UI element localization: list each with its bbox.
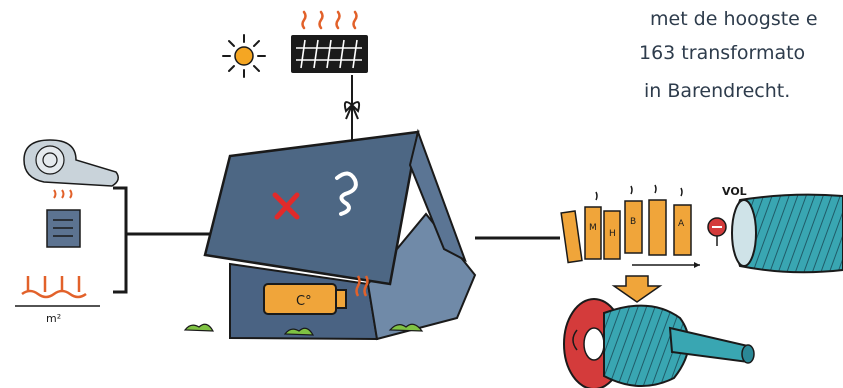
heat-waves-icon [303, 12, 357, 28]
boiler-label: C° [296, 294, 312, 309]
battery-label-3: B [630, 217, 636, 227]
cable-spool-icon [564, 299, 754, 388]
floor-heating-icon: m² [15, 276, 100, 325]
text-line-1: met de hoogste e [650, 2, 818, 36]
stop-sign-icon [708, 218, 726, 246]
text-line-3: in Barendrecht. [644, 74, 790, 108]
arrow-down-icon [614, 276, 660, 302]
area-unit-label: m² [46, 312, 61, 325]
bow-connector [345, 75, 359, 140]
battery-label-1: M [589, 223, 597, 233]
bracket [113, 188, 215, 292]
text-line-2: 163 transformato [639, 36, 805, 70]
vol-label: VOL [722, 185, 747, 198]
insulation-roll-icon [24, 140, 118, 186]
text-block: met de hoogste e 163 transformato in Bar… [626, 0, 843, 120]
battery-label-2: H [609, 229, 616, 239]
battery-row-icon: M H B A [561, 185, 700, 268]
solar-panel-icon [291, 35, 368, 73]
sun-icon [223, 35, 265, 77]
battery-label-4: A [678, 219, 685, 229]
cable-bundle-icon [732, 195, 843, 273]
heat-pump-icon [47, 190, 80, 247]
